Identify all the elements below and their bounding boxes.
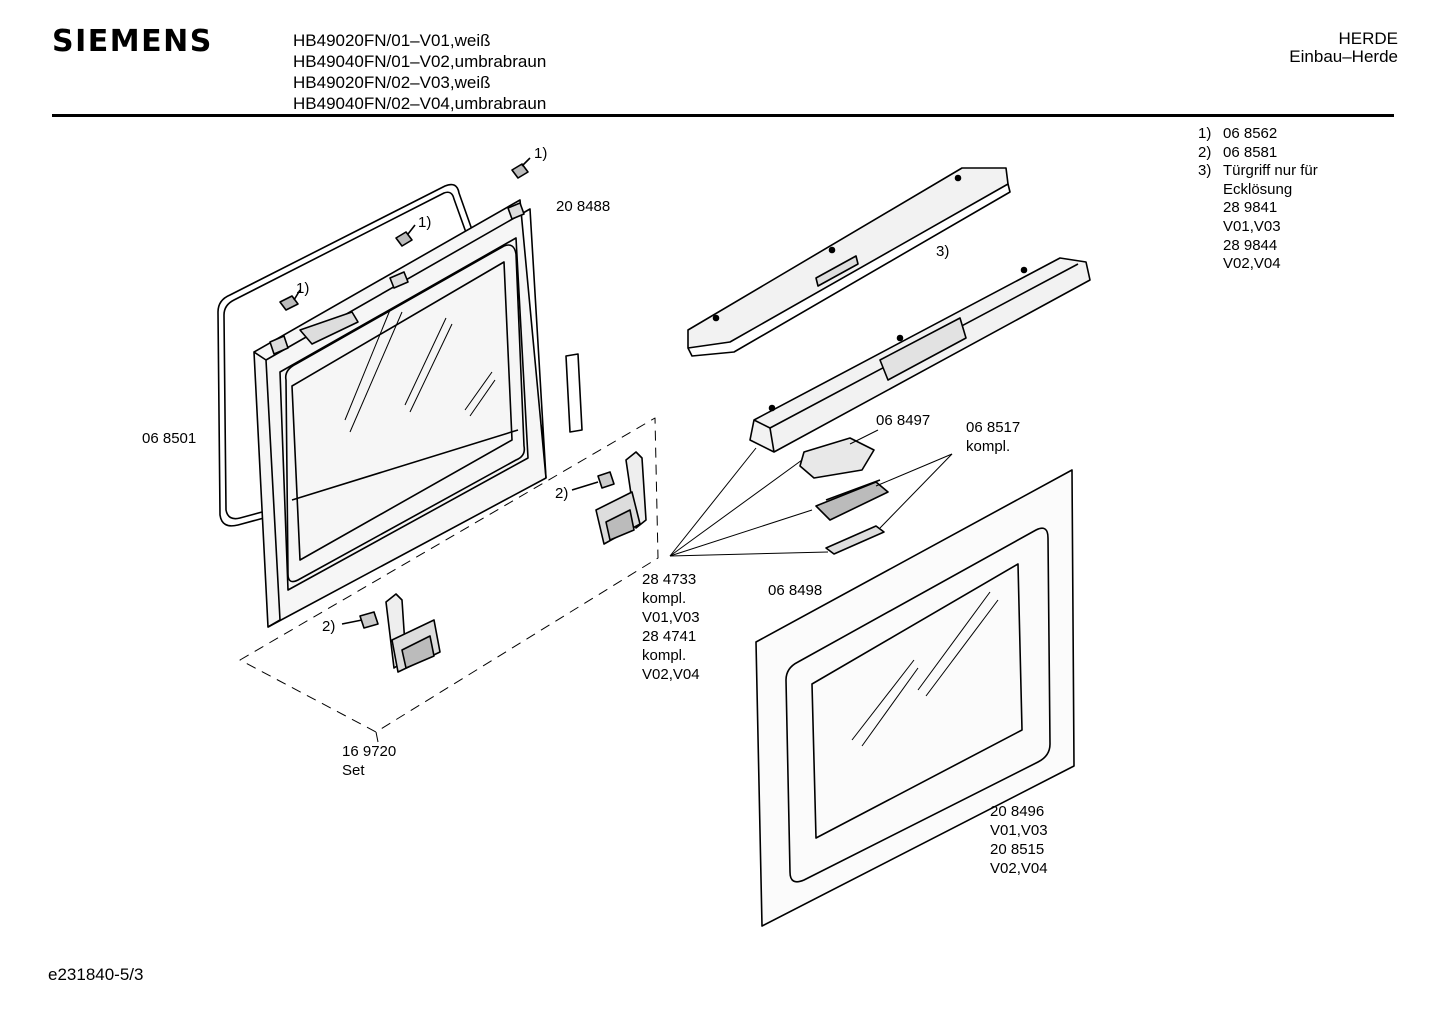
category-title: HERDE xyxy=(1338,29,1398,48)
footnote-row: V01,V03 xyxy=(1223,217,1281,235)
part-068498 xyxy=(825,525,885,555)
part-number-label: 28 4741 xyxy=(642,628,696,645)
footnote-row: 1)06 8562 xyxy=(1198,125,1278,142)
ref-3-label: 3) xyxy=(936,243,949,260)
part-number-label: V01,V03 xyxy=(990,822,1048,839)
footnotes: 1)06 8562 2)06 8581 3)Türgriff nur für E… xyxy=(1198,125,1318,274)
part-number-label: 06 8498 xyxy=(768,582,822,599)
clip-1-a xyxy=(511,163,529,179)
part-number-label: V01,V03 xyxy=(642,609,700,626)
part-number-label: kompl. xyxy=(642,590,686,607)
part-068517 xyxy=(815,481,889,521)
part-number-label: 06 8501 xyxy=(142,430,196,447)
model-list: HB49020FN/01–V01,weiß HB49040FN/01–V02,u… xyxy=(293,30,546,114)
part-number-label: 28 4733 xyxy=(642,571,696,588)
ref-1-label: 1) xyxy=(418,214,431,231)
part-number-label: V02,V04 xyxy=(642,666,700,683)
part-number-label: 20 8488 xyxy=(556,198,610,215)
ref-2-label: 2) xyxy=(322,618,335,635)
part-number-label: kompl. xyxy=(642,647,686,664)
model-line: HB49040FN/02–V04,umbrabraun xyxy=(293,94,547,113)
part-number-label: Set xyxy=(342,762,365,779)
ref-1-label: 1) xyxy=(296,280,309,297)
part-number-label: kompl. xyxy=(966,438,1010,455)
footnote-row: 3)Türgriff nur für xyxy=(1198,162,1318,180)
brand-logo: SIEMENS xyxy=(52,24,213,59)
category-subtitle: Einbau–Herde xyxy=(1289,47,1398,66)
category-block: HERDE Einbau–Herde xyxy=(1289,30,1398,66)
part-number-label: 06 8517 xyxy=(966,419,1020,436)
glass-strip xyxy=(565,353,583,433)
header-divider xyxy=(52,114,1394,117)
part-number-label: 16 9720 xyxy=(342,743,396,760)
footnote-row: Ecklösung xyxy=(1223,180,1293,198)
outer-glass-panel xyxy=(755,469,1075,927)
model-line: HB49020FN/02–V03,weiß xyxy=(293,73,491,92)
ref-1-label: 1) xyxy=(534,145,547,162)
part-number-label: 20 8496 xyxy=(990,803,1044,820)
model-line: HB49020FN/01–V01,weiß xyxy=(293,31,491,50)
footnote-row: 28 9841 xyxy=(1223,199,1278,217)
hinge-set-outline xyxy=(239,417,659,733)
footnote-row: 2)06 8581 xyxy=(1198,143,1278,161)
footnote-row: V02,V04 xyxy=(1223,255,1281,273)
footnote-row: 28 9844 xyxy=(1223,236,1278,254)
part-number-label: 20 8515 xyxy=(990,841,1044,858)
model-line: HB49040FN/01–V02,umbrabraun xyxy=(293,52,547,71)
part-number-label: 06 8497 xyxy=(876,412,930,429)
part-number-label: V02,V04 xyxy=(990,860,1048,877)
ref-2-label: 2) xyxy=(555,485,568,502)
drawing-code: e231840-5/3 xyxy=(48,965,144,984)
inner-door-frame xyxy=(253,199,547,628)
part-068497 xyxy=(799,437,875,479)
